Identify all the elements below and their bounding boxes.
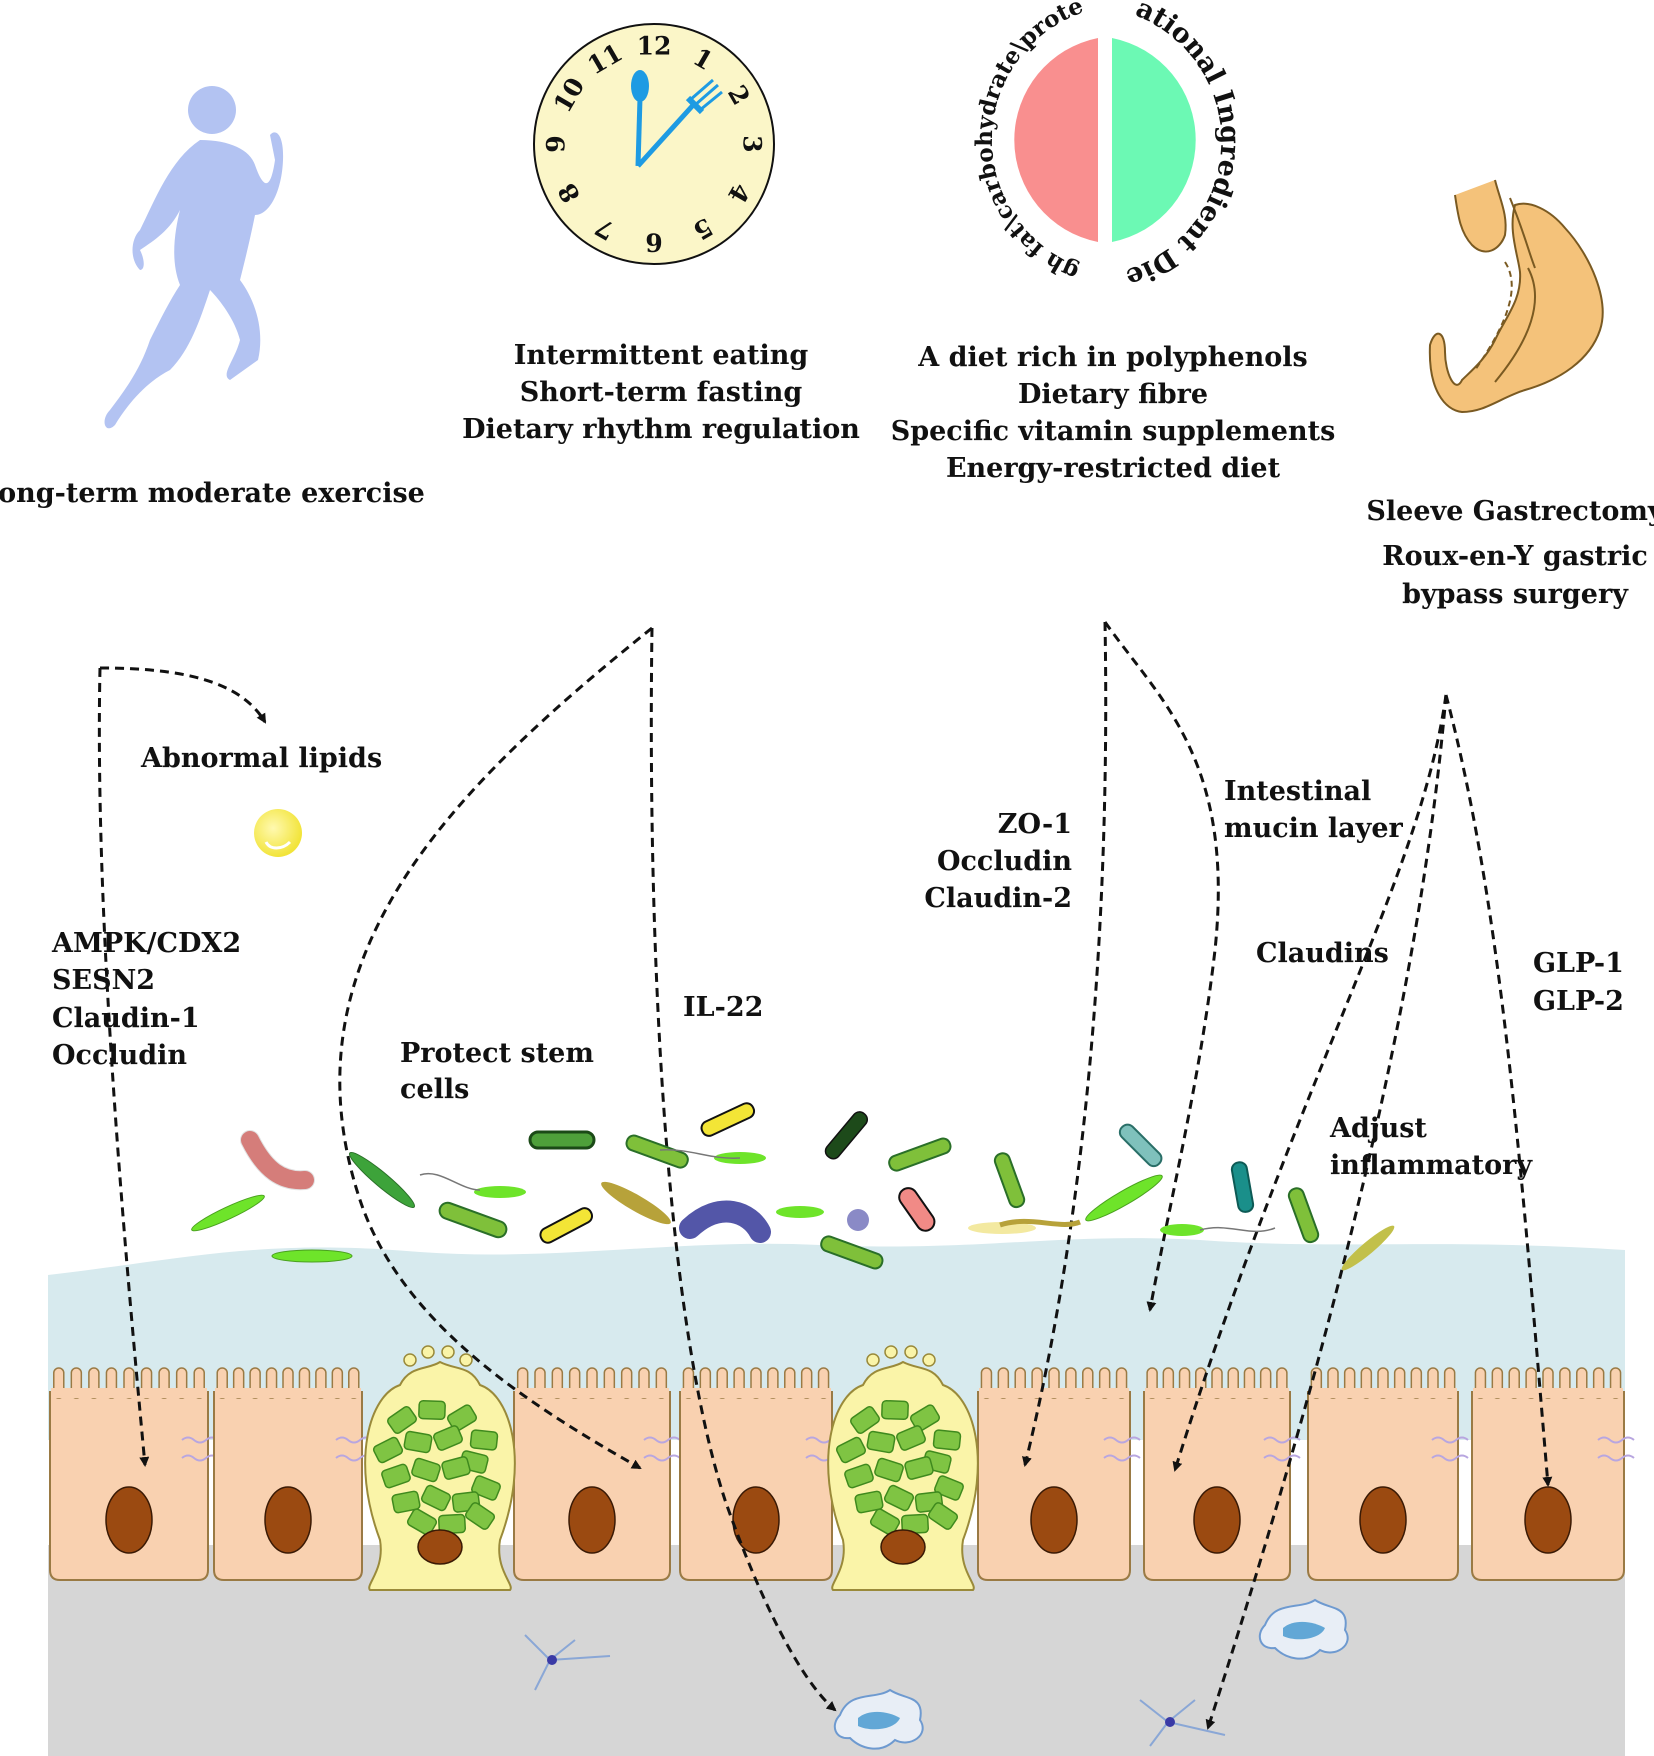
nucleus — [105, 1486, 153, 1554]
enterocyte — [977, 1367, 1141, 1581]
tight-junction — [643, 1436, 681, 1444]
goblet-cell — [364, 1345, 516, 1591]
svg-text:GLP-1: GLP-1 — [1533, 948, 1624, 979]
svg-text:Claudin-2: Claudin-2 — [924, 883, 1072, 914]
enterocyte — [679, 1367, 843, 1581]
svg-text:A diet rich in polyphenols: A diet rich in polyphenols — [917, 342, 1307, 373]
svg-text:cells: cells — [400, 1074, 469, 1105]
svg-text:Sleeve Gastrectomy: Sleeve Gastrectomy — [1366, 496, 1654, 527]
spoon-icon — [631, 70, 649, 167]
nucleus — [568, 1486, 616, 1554]
svg-text:Energy-restricted diet: Energy-restricted diet — [946, 453, 1281, 484]
il22-label: IL-22 — [683, 992, 763, 1023]
tight-junction — [181, 1436, 219, 1444]
enterocyte — [1143, 1367, 1301, 1581]
exercise-markers: AMPK/CDX2 SESN2 Claudin-1 Occludin — [51, 928, 241, 1071]
claudins-label: Claudins — [1256, 938, 1389, 969]
svg-text:mucin layer: mucin layer — [1224, 813, 1404, 844]
tight-junction — [1103, 1454, 1141, 1462]
epithelial-layer — [49, 1345, 1635, 1591]
svg-text:Intestinal: Intestinal — [1224, 776, 1371, 807]
clock-number: 3 — [738, 135, 767, 152]
runner-icon — [104, 86, 284, 429]
tight-junction — [1431, 1436, 1469, 1444]
svg-text:Long-term moderate exercise: Long-term moderate exercise — [0, 478, 425, 509]
lipid-droplet-icon — [254, 809, 302, 857]
svg-text:GLP-2: GLP-2 — [1533, 986, 1624, 1017]
tight-junction — [1431, 1454, 1469, 1462]
diet-plate-icon — [1014, 38, 1196, 242]
tight-junction-labels: ZO-1 Occludin Claudin-2 — [924, 809, 1072, 914]
microbiota — [191, 1102, 1395, 1271]
svg-text:Claudin-1: Claudin-1 — [52, 1003, 200, 1034]
tight-junction — [1597, 1454, 1635, 1462]
fork-icon — [636, 78, 723, 168]
nucleus — [1359, 1486, 1407, 1554]
enterocyte — [513, 1367, 681, 1581]
exercise-label: Long-term moderate exercise — [0, 478, 425, 509]
dendritic-cell — [524, 1634, 611, 1691]
tight-junction — [1263, 1436, 1301, 1444]
enterocyte — [1471, 1367, 1635, 1581]
timing-labels: Intermittent eating Short-term fasting D… — [462, 340, 860, 445]
nucleus — [1193, 1486, 1241, 1554]
stomach-icon — [1428, 179, 1604, 414]
tight-junction — [1103, 1436, 1141, 1444]
svg-text:Short-term fasting: Short-term fasting — [520, 377, 803, 408]
clock-number: 6 — [645, 228, 662, 257]
svg-text:Dietary fibre: Dietary fibre — [1018, 379, 1208, 410]
nucleus — [264, 1486, 312, 1554]
svg-text:Dietary rhythm regulation: Dietary rhythm regulation — [462, 414, 860, 445]
nucleus — [1524, 1486, 1572, 1554]
dendritic-cell — [1139, 1699, 1226, 1747]
tight-junction — [1597, 1436, 1635, 1444]
mucin-label: Intestinal mucin layer — [1224, 776, 1404, 844]
svg-text:Intermittent eating: Intermittent eating — [514, 340, 809, 371]
tight-junction — [335, 1436, 373, 1444]
svg-text:Protect stem: Protect stem — [400, 1038, 594, 1069]
nucleus — [1030, 1486, 1078, 1554]
svg-text:AMPK/CDX2: AMPK/CDX2 — [51, 928, 241, 959]
goblet-cell — [827, 1345, 979, 1591]
svg-text:Adjust: Adjust — [1329, 1113, 1427, 1144]
macrophage — [1258, 1598, 1349, 1660]
arrows — [97, 621, 1553, 1730]
nucleus — [732, 1486, 780, 1554]
tight-junction — [643, 1454, 681, 1462]
macrophage — [833, 1688, 924, 1750]
svg-text:SESN2: SESN2 — [52, 965, 155, 996]
tight-junction — [181, 1454, 219, 1462]
nucleus — [417, 1529, 463, 1565]
clock-number: 9 — [542, 135, 571, 152]
inflammatory-label: Adjust inflammatory — [1329, 1113, 1533, 1181]
svg-text:Specific vitamin supplements: Specific vitamin supplements — [891, 416, 1336, 447]
diet-labels: A diet rich in polyphenols Dietary fibre… — [891, 342, 1336, 484]
enterocyte — [49, 1367, 219, 1581]
enterocyte — [213, 1367, 373, 1581]
svg-text:ZO-1: ZO-1 — [998, 809, 1072, 840]
svg-text:bypass surgery: bypass surgery — [1402, 579, 1629, 610]
svg-text:Occludin: Occludin — [937, 846, 1072, 877]
svg-text:Occludin: Occludin — [52, 1040, 187, 1071]
svg-text:inflammatory: inflammatory — [1330, 1150, 1533, 1181]
abnormal-lipids-label: Abnormal lipids — [140, 743, 382, 774]
immune-cells — [524, 1598, 1349, 1750]
nucleus — [880, 1529, 926, 1565]
enterocyte — [1307, 1367, 1469, 1581]
glp-labels: GLP-1 GLP-2 — [1533, 948, 1624, 1017]
clock-number: 12 — [637, 32, 672, 61]
svg-text:Roux-en-Y gastric: Roux-en-Y gastric — [1382, 541, 1648, 572]
tight-junction — [1263, 1454, 1301, 1462]
surgery-labels: Sleeve Gastrectomy Roux-en-Y gastric byp… — [1366, 496, 1654, 610]
stem-cell-label: Protect stem cells — [400, 1038, 594, 1105]
